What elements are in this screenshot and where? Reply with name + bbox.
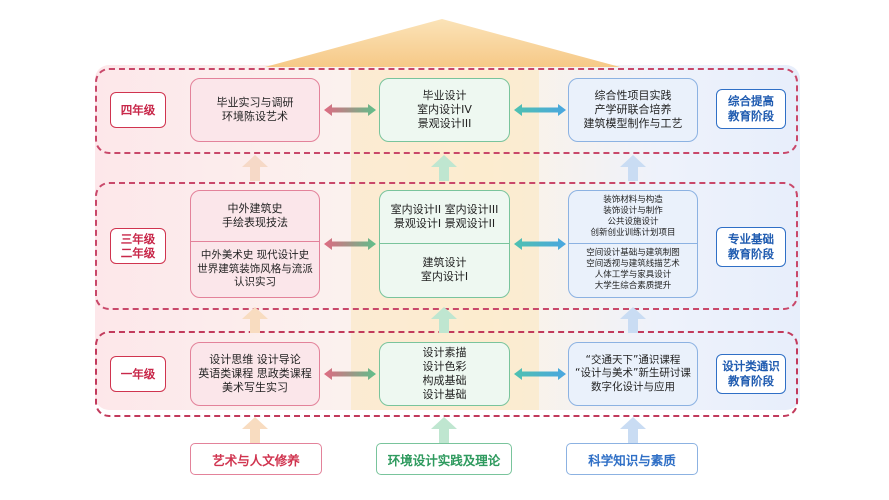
up-arrow-icon [242,155,268,181]
course-line: “交通天下”通识课程 [585,353,681,366]
tag-grade-1-label: 一年级 [120,367,156,381]
up-arrow-icon [431,307,457,333]
tag-stage-professional: 专业基础 教育阶段 [716,227,786,267]
course-line: 综合性项目实践 [594,89,672,102]
grade-line: 三年级 [120,232,156,246]
band-middle [95,182,798,310]
box-divider [569,242,697,244]
course-line: 设计素描 [422,346,467,359]
course-line: 手绘表现技法 [222,215,288,229]
course-line: 美术写生实习 [222,381,288,394]
course-line: 空间透视与建筑线描艺术 [586,259,680,270]
course-line: 毕业实习与调研 [216,96,294,109]
up-arrow-icon [620,155,646,181]
course-line: 构成基础 [422,374,467,387]
stage-line: 专业基础 [728,232,774,246]
course-line: 环境陈设艺术 [222,110,288,123]
course-line: 装饰材料与构造 [603,194,663,205]
tag-grade-4: 四年级 [110,92,166,128]
course-line: 景观设计III [417,117,472,130]
course-line: 中外建筑史 [227,201,283,215]
course-line: 建筑模型制作与工艺 [583,117,683,130]
stage-line: 教育阶段 [728,374,774,388]
middle-right-box: 装饰材料与构造 装饰设计与制作 公共设施设计 创新创业训练计划项目 空间设计基础… [568,190,698,298]
band-senior [95,68,798,154]
course-line: 室内设计II 室内设计III [390,202,499,216]
freshman-center-box: 设计素描 设计色彩 构成基础 设计基础 [379,342,510,406]
tag-grade-3-2: 三年级 二年级 [110,228,166,264]
bottom-tag-environment-label: 环境设计实践及理论 [387,452,501,468]
middle-left-box: 中外建筑史 手绘表现技法 中外美术史 现代设计史 世界建筑装饰风格与流派 认识实… [190,190,320,298]
senior-left-box: 毕业实习与调研 环境陈设艺术 [190,78,320,142]
course-line: 毕业设计 [422,89,467,102]
stage-line: 设计类通识 [722,359,780,373]
tag-grade-1: 一年级 [110,356,166,392]
course-line: 世界建筑装饰风格与流派 [197,262,313,275]
bottom-tag-environment: 环境设计实践及理论 [376,443,512,475]
freshman-left-box: 设计思维 设计导论 英语类课程 思政类课程 美术写生实习 [190,342,320,406]
tag-stage-general: 设计类通识 教育阶段 [716,354,786,394]
stage-line: 综合提高 [728,94,774,108]
stage-line: 教育阶段 [728,109,774,123]
course-line: 设计色彩 [422,360,467,373]
course-line: 英语类课程 思政类课程 [198,367,312,380]
course-line: 设计思维 设计导论 [209,353,301,366]
bottom-tag-science: 科学知识与素质 [566,443,698,475]
bottom-tag-arts: 艺术与人文修养 [190,443,322,475]
course-line: 人体工学与家具设计 [594,270,672,281]
grade-line: 二年级 [120,246,156,260]
course-line: 产学研联合培养 [594,103,672,116]
up-arrow-icon [431,155,457,181]
course-line: 认识实习 [234,276,276,288]
tag-stage-comprehensive: 综合提高 教育阶段 [716,89,786,129]
bottom-tag-science-label: 科学知识与素质 [588,452,676,468]
course-line: 数字化设计与应用 [591,380,675,393]
course-line: 中外美术史 现代设计史 [200,249,310,261]
box-divider [380,242,509,244]
course-line: “设计与美术”新生研讨课 [575,367,691,380]
roof-triangle [265,19,620,67]
course-line: 室内设计I [420,270,469,284]
senior-center-box: 毕业设计 室内设计IV 景观设计III [379,78,510,142]
double-arrow-icon [324,368,376,380]
double-arrow-icon [514,238,566,250]
double-arrow-icon [324,104,376,116]
course-line: 建筑设计 [422,256,467,270]
stage-line: 教育阶段 [728,247,774,261]
bottom-tag-arts-label: 艺术与人文修养 [212,452,300,468]
course-line: 创新创业训练计划项目 [590,227,676,238]
course-line: 装饰设计与制作 [603,205,663,216]
double-arrow-icon [514,368,566,380]
tag-grade-4-label: 四年级 [120,103,156,117]
up-arrow-icon [620,307,646,333]
course-line: 空间设计基础与建筑制图 [586,248,680,259]
freshman-right-box: “交通天下”通识课程 “设计与美术”新生研讨课 数字化设计与应用 [568,342,698,406]
up-arrow-icon [620,417,646,443]
course-line: 公共设施设计 [607,216,659,227]
up-arrow-icon [242,417,268,443]
box-divider [191,240,319,242]
course-line: 室内设计IV [417,103,472,116]
double-arrow-icon [514,104,566,116]
up-arrow-icon [431,417,457,443]
middle-center-box: 室内设计II 室内设计III 景观设计I 景观设计II 建筑设计 室内设计I [379,190,510,298]
senior-right-box: 综合性项目实践 产学研联合培养 建筑模型制作与工艺 [568,78,698,142]
course-line: 景观设计I 景观设计II [393,216,496,230]
course-line: 设计基础 [422,388,467,401]
course-line: 大学生综合素质提升 [594,281,672,292]
up-arrow-icon [242,307,268,333]
double-arrow-icon [324,238,376,250]
